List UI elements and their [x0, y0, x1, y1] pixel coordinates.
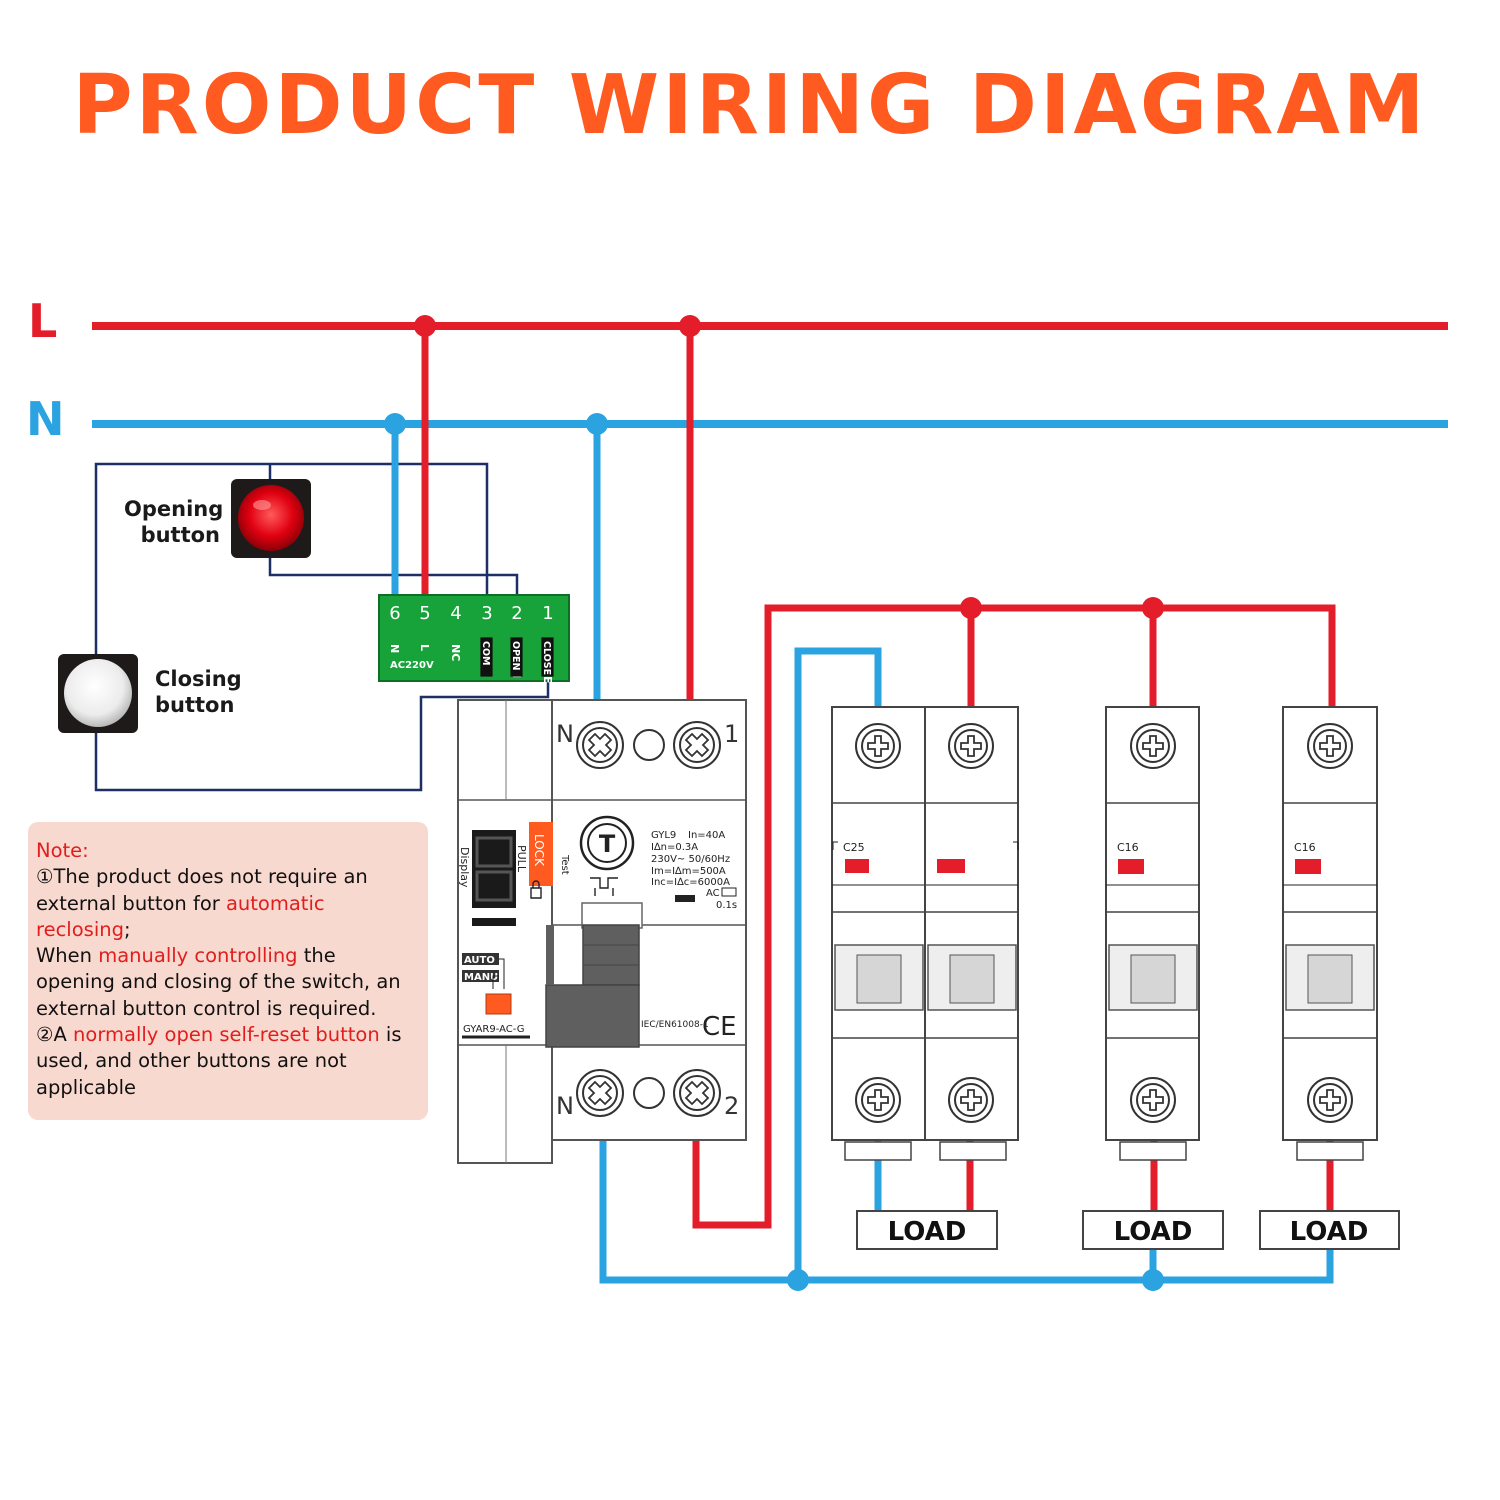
mcb-c16-a: C16: [1105, 706, 1200, 1161]
note-point-1-detail: When manually controlling the opening an…: [36, 944, 401, 1020]
opening-button-icon: [231, 479, 311, 558]
rcbo-top-n: N: [556, 720, 574, 748]
screw-icon: [1307, 723, 1353, 769]
screw-icon: [855, 723, 901, 769]
terminal-label: NC: [449, 644, 462, 661]
wire-live-distribution: [692, 604, 1336, 1229]
mcb-c25: C25: [831, 706, 1019, 1161]
wire-neutral-distribution: [599, 1115, 1334, 1284]
lock-label: LOCK: [532, 834, 546, 867]
terminal-number: 2: [511, 603, 522, 624]
terminal-label-close: CLOSE: [541, 641, 552, 675]
screw-icon: [1307, 1077, 1353, 1123]
opening-button-label: Opening button: [124, 497, 224, 547]
breaker-rated-current: In=40A: [688, 830, 725, 841]
note-point-2: ②A normally open self-reset button is us…: [36, 1023, 402, 1099]
terminal-voltage: AC220V: [390, 660, 434, 671]
terminal-label: N: [388, 644, 401, 653]
mcb-rating: C16: [1117, 841, 1139, 854]
breaker-model: GYL9: [651, 830, 676, 841]
note-title: Note:: [36, 839, 89, 862]
junction-dots: [384, 315, 1164, 1291]
breaker-im: Im=I∆m=500A: [651, 866, 726, 877]
lock-icon: [530, 880, 542, 899]
test-label: Test: [559, 854, 570, 875]
terminal-number: 1: [542, 603, 553, 624]
screw-icon: [576, 721, 624, 769]
breaker-voltage: 230V~ 50/60Hz: [651, 854, 730, 865]
mcb-rating: C25: [843, 841, 865, 854]
load-label: LOAD: [1290, 1217, 1369, 1247]
standard-label: IEC/EN61008-1: [641, 1020, 709, 1030]
screw-icon: [673, 721, 721, 769]
load-label: LOAD: [1114, 1217, 1193, 1247]
rcbo-bottom-2: 2: [724, 1092, 739, 1120]
terminal-label-com: COM: [480, 641, 491, 666]
breaker-residual: I∆n=0.3A: [651, 842, 698, 853]
terminal-label: L: [418, 644, 431, 651]
part-number: GYAR9-AC-G: [463, 1024, 525, 1035]
lock-tab: [529, 822, 553, 886]
screw-icon: [673, 1069, 721, 1117]
rcbo-breaker: N 1 N 2 Display PULL LOCK Test T GYL9 In…: [457, 699, 747, 1164]
load-boxes: LOAD LOAD LOAD: [856, 1210, 1400, 1250]
terminal-number: 6: [389, 603, 400, 624]
mode-switch: [485, 993, 512, 1015]
manu-label: MANU: [464, 972, 498, 983]
output-wires: [599, 604, 1336, 1284]
rcbo-top-1: 1: [724, 720, 739, 748]
mcb-rating: C16: [1294, 841, 1316, 854]
live-bus-label: L: [28, 294, 58, 348]
screw-icon: [576, 1069, 624, 1117]
load-label: LOAD: [888, 1217, 967, 1247]
terminal-block: 6 5 4 3 2 1 N L NC COM OPEN CLOSE AC220V…: [378, 594, 570, 683]
page-title: PRODUCT WIRING DIAGRAM: [72, 58, 1428, 153]
auto-label: AUTO: [464, 955, 495, 966]
rcbo-bottom-n: N: [556, 1092, 574, 1120]
breaker-ac: AC: [706, 888, 720, 899]
screw-icon: [948, 723, 994, 769]
mcb-c16-b: C16: [1282, 706, 1378, 1161]
wire-neutral-mcb1: [794, 647, 882, 1280]
breaker-inc: Inc=I∆c=6000A: [651, 877, 730, 888]
closing-button-label: Closing button: [155, 667, 242, 717]
screw-icon: [948, 1077, 994, 1123]
screw-icon: [1130, 1077, 1176, 1123]
digital-display: [472, 830, 516, 908]
breaker-trip-time: 0.1s: [716, 900, 737, 911]
note-point-1: ①The product does not require an externa…: [36, 865, 368, 941]
pull-label: PULL: [515, 845, 528, 873]
screw-icon: [855, 1077, 901, 1123]
terminal-number: 4: [450, 603, 461, 624]
display-label: Display: [458, 847, 471, 888]
terminal-label-open: OPEN: [510, 641, 521, 671]
note-panel: Note: ①The product does not require an e…: [28, 822, 428, 1120]
terminal-number: 5: [419, 603, 430, 624]
supply-wires: [391, 326, 694, 722]
closing-button-icon: [58, 654, 138, 733]
screw-icon: [1130, 723, 1176, 769]
neutral-bus-label: N: [26, 392, 65, 446]
ce-mark: CE: [702, 1012, 737, 1042]
terminal-number: 3: [481, 603, 492, 624]
svg-text:T: T: [599, 830, 616, 858]
breaker-toggle: [582, 924, 640, 986]
